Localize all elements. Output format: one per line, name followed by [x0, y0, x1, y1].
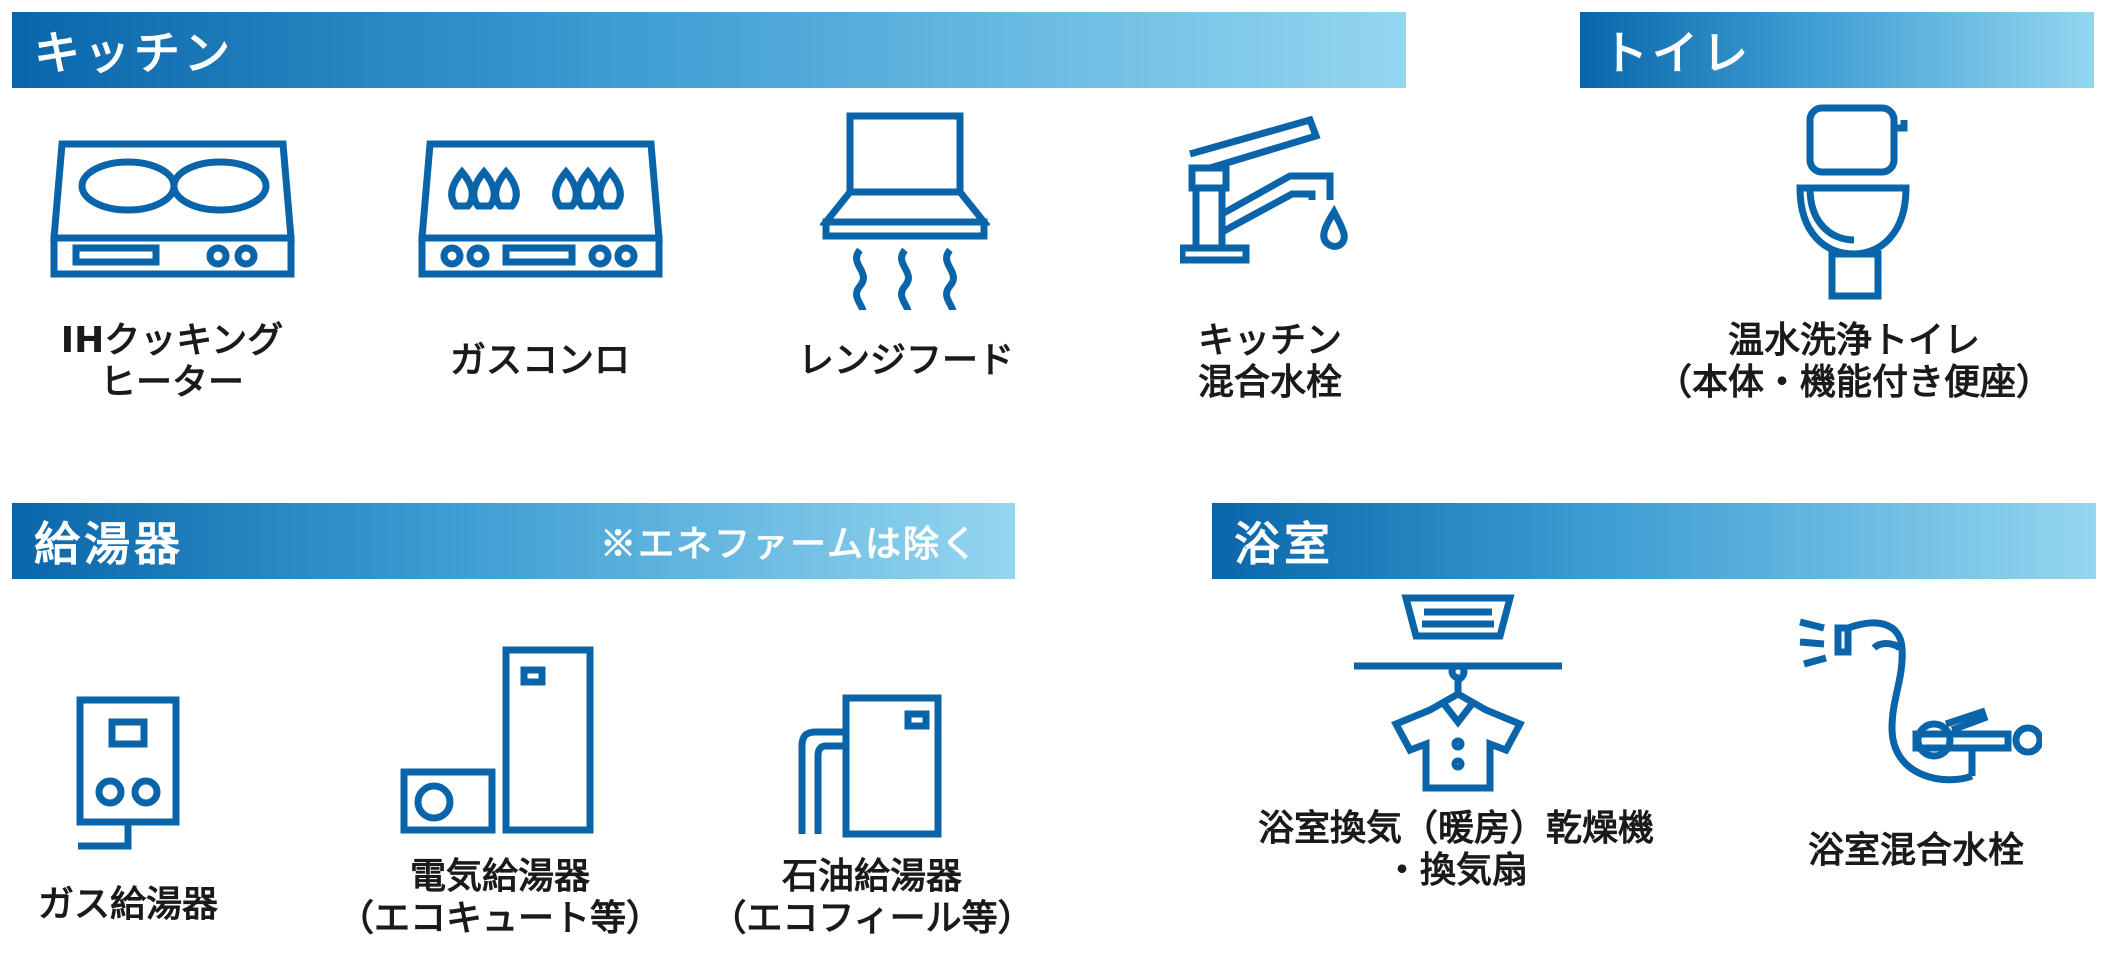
kitchen-header: キッチン — [12, 12, 1406, 88]
bathroom-title: 浴室 — [1234, 517, 1334, 571]
kitchen-faucet-label: キッチン 混合水栓 — [1197, 320, 1343, 403]
range-hood-icon — [820, 110, 990, 310]
gas-stove-label: ガスコンロ — [449, 340, 631, 381]
ih-cooktop-icon — [50, 140, 295, 280]
oil-water-heater-label: 石油給湯器 （エコフィール等） — [710, 856, 1034, 939]
water-heater-title: 給湯器 — [34, 517, 184, 571]
gas-water-heater-icon — [72, 696, 182, 866]
bath-dryer-label: 浴室換気（暖房）乾燥機 ・換気扇 — [1257, 808, 1655, 891]
ih-heater-label: IHクッキング ヒーター — [60, 320, 284, 403]
oil-water-heater-icon — [796, 692, 946, 840]
water-heater-note: ※エネファームは除く — [600, 523, 979, 565]
kitchen-title: キッチン — [34, 26, 234, 80]
water-heater-header: 給湯器 ※エネファームは除く — [12, 503, 1015, 579]
gas-water-heater-label: ガス給湯器 — [37, 884, 219, 925]
bath-dryer-icon — [1350, 592, 1566, 792]
gas-stove-icon — [418, 140, 663, 280]
washlet-label: 温水洗浄トイレ （本体・機能付き便座） — [1655, 320, 2053, 403]
faucet-icon — [1180, 114, 1360, 274]
shower-faucet-icon — [1796, 608, 2042, 804]
bathroom-header: 浴室 — [1212, 503, 2096, 579]
toilet-icon — [1796, 104, 1916, 300]
bath-faucet-label: 浴室混合水栓 — [1807, 830, 2025, 871]
range-hood-label: レンジフード — [797, 340, 1015, 381]
toilet-title: トイレ — [1602, 26, 1752, 80]
toilet-header: トイレ — [1580, 12, 2094, 88]
electric-water-heater-icon — [400, 646, 600, 836]
electric-water-heater-label: 電気給湯器 （エコキュート等） — [337, 856, 663, 939]
